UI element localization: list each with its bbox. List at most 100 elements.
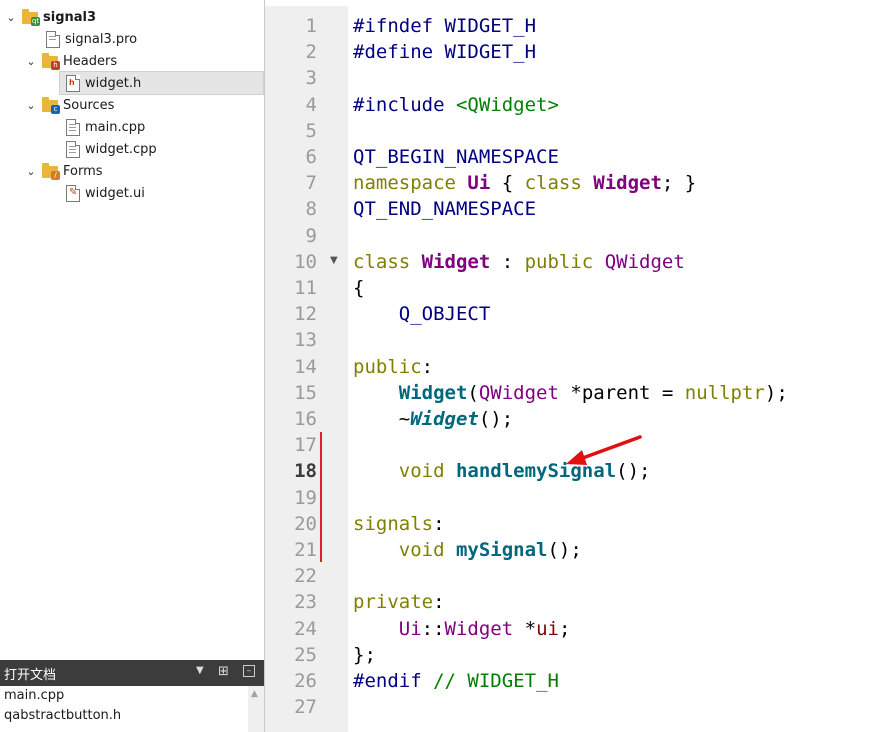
chevron-down-icon[interactable]: ⌄: [26, 54, 36, 68]
tree-item-label: widget.ui: [85, 185, 145, 201]
code-line[interactable]: class Widget : public QWidget: [353, 249, 685, 275]
chevron-down-icon[interactable]: ⌄: [6, 10, 16, 24]
code-line[interactable]: public:: [353, 354, 433, 380]
chevron-down-icon[interactable]: ⌄: [26, 98, 36, 112]
code-token: ~: [353, 408, 411, 430]
code-line[interactable]: Widget(QWidget *parent = nullptr);: [353, 380, 788, 406]
code-token: <QWidget>: [455, 93, 559, 116]
code-token: ();: [547, 539, 582, 561]
code-token: public: [524, 250, 605, 273]
cpp-file-icon: [64, 141, 80, 158]
code-token: *: [558, 381, 582, 404]
tree-item-project[interactable]: ⌄ qt signal3: [4, 6, 96, 28]
code-token: ();: [478, 408, 514, 430]
tree-item-label: signal3.pro: [65, 31, 138, 47]
line-number: 10: [294, 250, 317, 273]
code-line[interactable]: #endif // WIDGET_H: [353, 668, 559, 694]
code-token: (: [467, 381, 479, 404]
tree-item-widget-ui[interactable]: ✎ widget.ui: [64, 182, 145, 204]
code-line[interactable]: void mySignal();: [353, 537, 582, 563]
line-number: 15: [294, 381, 317, 404]
line-number: 14: [294, 355, 317, 378]
close-icon[interactable]: –: [243, 665, 255, 677]
code-line[interactable]: {: [353, 275, 364, 301]
tree-item-widget-h[interactable]: h widget.h: [59, 71, 264, 95]
code-token: // WIDGET_H: [433, 670, 559, 692]
tree-item-main-cpp[interactable]: main.cpp: [64, 116, 145, 138]
tree-item-widget-cpp[interactable]: widget.cpp: [64, 138, 157, 160]
line-number: 26: [294, 670, 317, 692]
line-number: 23: [294, 591, 317, 614]
scroll-up-icon[interactable]: ▲: [251, 689, 258, 699]
code-token: private: [353, 591, 434, 614]
line-number: 18: [294, 460, 317, 483]
code-token: QT_END_NAMESPACE: [353, 198, 537, 221]
code-token: #define WIDGET_H: [353, 41, 537, 64]
dropdown-arrow-icon[interactable]: ▼: [196, 665, 204, 676]
code-token: *: [513, 617, 537, 640]
code-token: nullptr: [684, 381, 765, 404]
line-number: 24: [294, 617, 317, 640]
tree-item-forms[interactable]: ⌄ / Forms: [24, 160, 103, 182]
fold-column: [320, 6, 348, 732]
line-number: 12: [294, 303, 317, 326]
code-token: [353, 539, 399, 561]
panel-splitter[interactable]: [264, 0, 265, 732]
header-file-icon: h: [64, 75, 80, 92]
code-editor[interactable]: [348, 6, 883, 732]
tree-item-label: widget.h: [85, 75, 142, 91]
code-line[interactable]: #define WIDGET_H: [353, 39, 536, 65]
code-token: class: [353, 250, 422, 273]
code-line[interactable]: QT_BEGIN_NAMESPACE: [353, 144, 559, 170]
scrollbar[interactable]: ▲: [248, 686, 264, 732]
code-token: ; }: [661, 172, 697, 195]
code-token: ();: [616, 460, 651, 483]
code-token: Widget: [593, 172, 662, 195]
code-line[interactable]: };: [353, 642, 376, 668]
headers-folder-icon: h: [42, 53, 60, 70]
line-number: 6: [305, 146, 317, 168]
sources-folder-icon: c: [42, 97, 60, 114]
line-number: 1: [305, 15, 317, 37]
code-line[interactable]: namespace Ui { class Widget; }: [353, 170, 696, 196]
line-number: 25: [294, 643, 317, 666]
code-token: mySignal: [455, 539, 548, 561]
open-document-item[interactable]: qabstractbutton.h: [4, 708, 122, 723]
code-line[interactable]: Ui::Widget *ui;: [353, 616, 571, 642]
code-line[interactable]: Q_OBJECT: [353, 301, 491, 327]
line-number: 2: [305, 41, 317, 64]
code-token: [353, 460, 399, 482]
code-token: :: [433, 591, 445, 614]
annotation-arrow-icon: [566, 435, 642, 465]
code-line[interactable]: ~Widget();: [353, 406, 513, 432]
code-token: };: [353, 643, 376, 666]
open-document-item[interactable]: main.cpp: [4, 688, 65, 703]
tree-item-headers[interactable]: ⌄ h Headers: [24, 50, 117, 72]
code-token: :: [490, 250, 525, 273]
tree-item-sources[interactable]: ⌄ c Sources: [24, 94, 114, 116]
code-line[interactable]: #include <QWidget>: [353, 92, 559, 118]
code-line[interactable]: signals:: [353, 511, 445, 537]
line-number: 27: [294, 696, 317, 719]
code-line[interactable]: void handlemySignal();: [353, 458, 651, 484]
code-token: public: [353, 355, 422, 378]
code-token: {: [490, 172, 525, 195]
code-token: [353, 382, 399, 404]
code-line[interactable]: QT_END_NAMESPACE: [353, 196, 536, 222]
line-number: 19: [294, 486, 317, 509]
code-line[interactable]: #ifndef WIDGET_H: [353, 13, 536, 39]
code-token: #ifndef WIDGET_H: [353, 15, 537, 37]
split-icon[interactable]: ⊞: [218, 664, 229, 679]
chevron-down-icon[interactable]: ⌄: [26, 164, 36, 178]
tree-item-pro-file[interactable]: signal3.pro: [44, 28, 137, 50]
code-token: Widget: [398, 381, 468, 404]
code-token: handlemySignal: [455, 460, 617, 483]
code-line[interactable]: private:: [353, 589, 445, 615]
code-token: Widget: [421, 250, 491, 273]
code-token: );: [764, 381, 788, 404]
change-marker: [320, 432, 322, 562]
tree-item-label: Sources: [63, 97, 115, 113]
fold-arrow-icon[interactable]: ▼: [330, 255, 338, 266]
code-token: Q_OBJECT: [398, 303, 491, 326]
code-token: ;: [558, 617, 571, 640]
